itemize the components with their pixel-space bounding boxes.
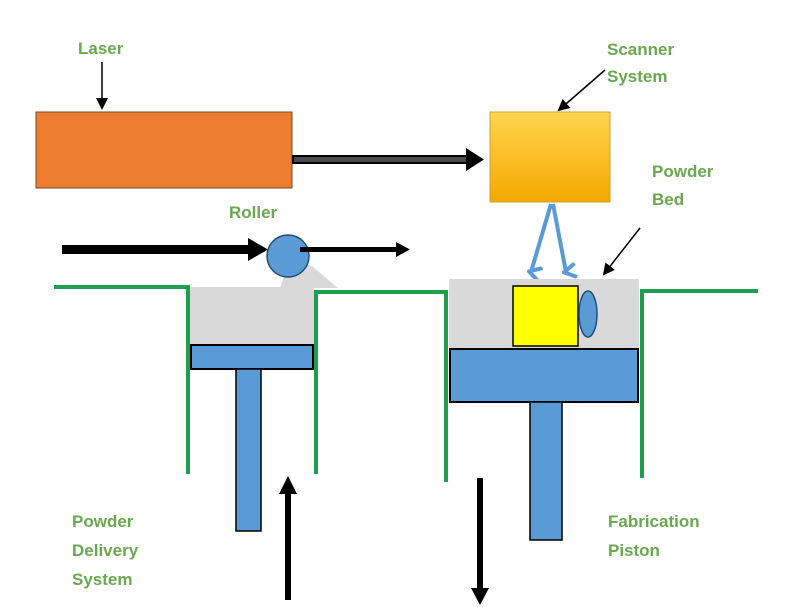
roller-right-arrow: [300, 242, 410, 257]
delivery-powder: [190, 287, 314, 345]
fabrication-piston-rod: [529, 401, 563, 541]
roller-label: Roller: [229, 203, 278, 222]
laser-beam-arrow: [292, 148, 484, 171]
roller: [266, 234, 310, 278]
fabrication-down-arrow: [471, 478, 489, 605]
powder-bed-pointer-arrow: [602, 227, 641, 276]
scanner-pointer-arrow: [557, 69, 606, 112]
powder-bed-label: Powder Bed: [652, 162, 718, 209]
fabrication-piston-label: Fabrication Piston: [608, 512, 704, 560]
scanner-box: [489, 111, 611, 203]
delivery-piston-plate: [190, 344, 314, 370]
fabricated-part: [512, 285, 579, 347]
laser-box: [35, 111, 293, 189]
delivery-piston-rod: [235, 368, 262, 532]
laser-label: Laser: [78, 39, 124, 58]
chamber-walls-right: [640, 289, 758, 478]
chamber-walls: [54, 285, 190, 474]
delivery-up-arrow: [279, 476, 297, 600]
fabrication-piston-plate: [449, 348, 639, 403]
scanner-label: Scanner System: [607, 40, 679, 86]
powder-delivery-label: Powder Delivery System: [72, 512, 143, 589]
roller-left-arrow: [62, 238, 268, 261]
part-detail: [578, 290, 598, 338]
scanner-beams: [531, 203, 566, 272]
chamber-walls-mid: [314, 290, 448, 482]
